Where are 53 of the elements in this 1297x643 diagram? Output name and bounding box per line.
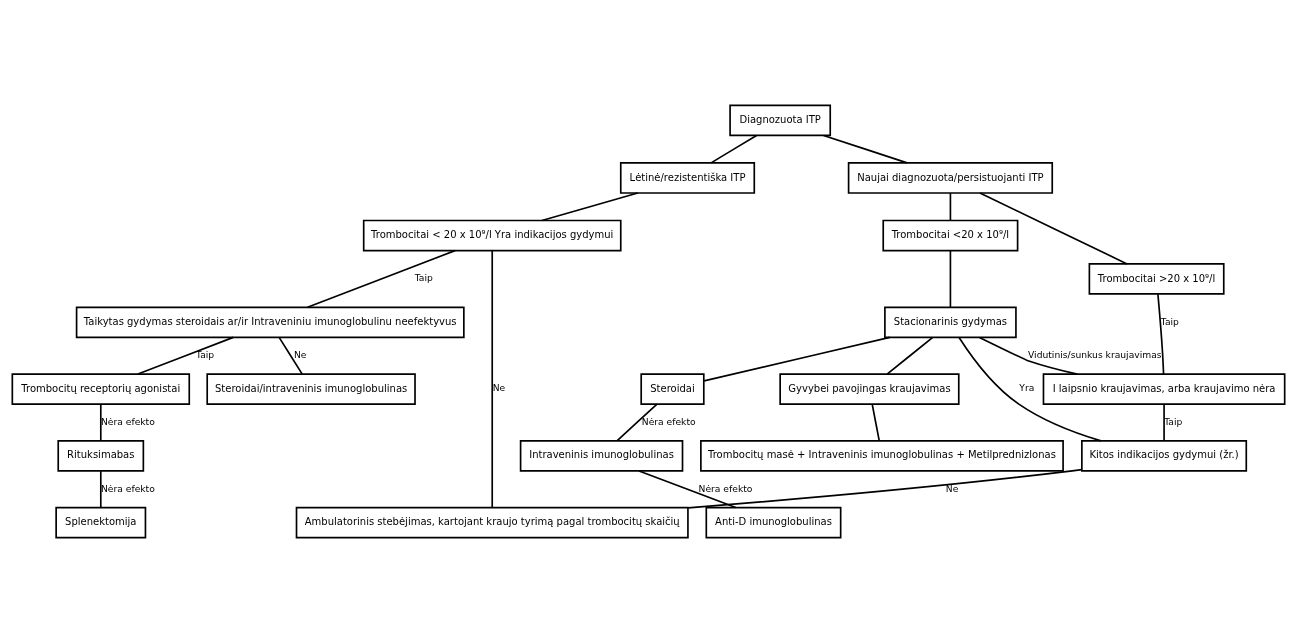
edge-label: Vidutinis/sunkus kraujavimas bbox=[1028, 349, 1162, 361]
connector bbox=[1163, 403, 1165, 442]
node-box: Diagnozuota ITP bbox=[729, 104, 832, 137]
connector bbox=[703, 336, 891, 382]
node-box: Trombocitų receptorių agonistai bbox=[11, 373, 191, 405]
connector bbox=[710, 134, 758, 164]
edge-label: Nėra efekto bbox=[100, 482, 155, 494]
node-box: Steroidai/intraveninis imunoglobulinas bbox=[206, 373, 416, 405]
connector bbox=[886, 336, 934, 375]
node-box: Trombocitai <20 x 10⁹/l bbox=[882, 219, 1019, 252]
node-box: Taikytas gydymas steroidais ar/ir Intraveniniu imunoglobulinu neefektyvus bbox=[75, 306, 465, 339]
connector bbox=[871, 403, 881, 442]
node-box: Intraveninis imunoglobulinas bbox=[519, 440, 684, 472]
node-box: Trombocitų masė + Intraveninis imunoglobulinas + Metilprednizlonas bbox=[700, 440, 1064, 472]
connector bbox=[99, 403, 102, 442]
node-box: Lėtinė/rezistentiška ITP bbox=[619, 162, 756, 194]
connector bbox=[137, 336, 235, 375]
node-box: Anti-D imunoglobulinas bbox=[705, 506, 842, 539]
edge-label: Taip bbox=[414, 272, 433, 284]
node-box: Naujai diagnozuota/persistuojanti ITP bbox=[847, 162, 1054, 194]
edge-label: Taip bbox=[196, 349, 215, 361]
connector bbox=[278, 336, 303, 375]
connector bbox=[687, 468, 1083, 509]
connector bbox=[979, 192, 1128, 265]
edge-label: Nėra efekto bbox=[641, 415, 696, 427]
connector bbox=[978, 336, 1079, 375]
connector bbox=[491, 250, 494, 509]
node-box: Ambulatorinis stebėjimas, kartojant kraujo tyrimą pagal trombocitų skaičių bbox=[295, 506, 689, 539]
connector bbox=[306, 249, 456, 309]
node-box: Kitos indikacijos gydymui (žr.) bbox=[1081, 440, 1248, 472]
connector bbox=[949, 249, 952, 309]
edge-label: Yra bbox=[1019, 382, 1035, 394]
edge-label: Nėra efekto bbox=[698, 482, 753, 494]
node-box: Gyvybei pavojingas kraujavimas bbox=[779, 373, 960, 405]
connector bbox=[638, 470, 737, 509]
node-box: Splenektomija bbox=[55, 506, 147, 539]
node-box: Steroidai bbox=[640, 373, 705, 405]
node-box: Trombocitai < 20 x 10⁹/l Yra indikacijos gydymui bbox=[362, 219, 622, 252]
edge-label: Ne bbox=[294, 349, 307, 361]
node-box: I laipsnio kraujavimas, arba kraujavimo nėra bbox=[1042, 373, 1286, 405]
connector bbox=[949, 192, 952, 221]
connector bbox=[958, 336, 1102, 442]
connector bbox=[541, 192, 639, 222]
edge-label: Nėra efekto bbox=[100, 415, 155, 427]
node-box: Trombocitai >20 x 10⁹/l bbox=[1088, 263, 1225, 295]
connector bbox=[1157, 293, 1165, 375]
node-box: Stacionarinis gydymas bbox=[884, 306, 1017, 339]
connector bbox=[822, 134, 908, 164]
edge-label: Ne bbox=[945, 482, 959, 494]
connector bbox=[99, 470, 102, 509]
node-box: Rituksimabas bbox=[57, 440, 145, 472]
connector bbox=[616, 403, 658, 442]
edge-label: Ne bbox=[492, 382, 506, 394]
